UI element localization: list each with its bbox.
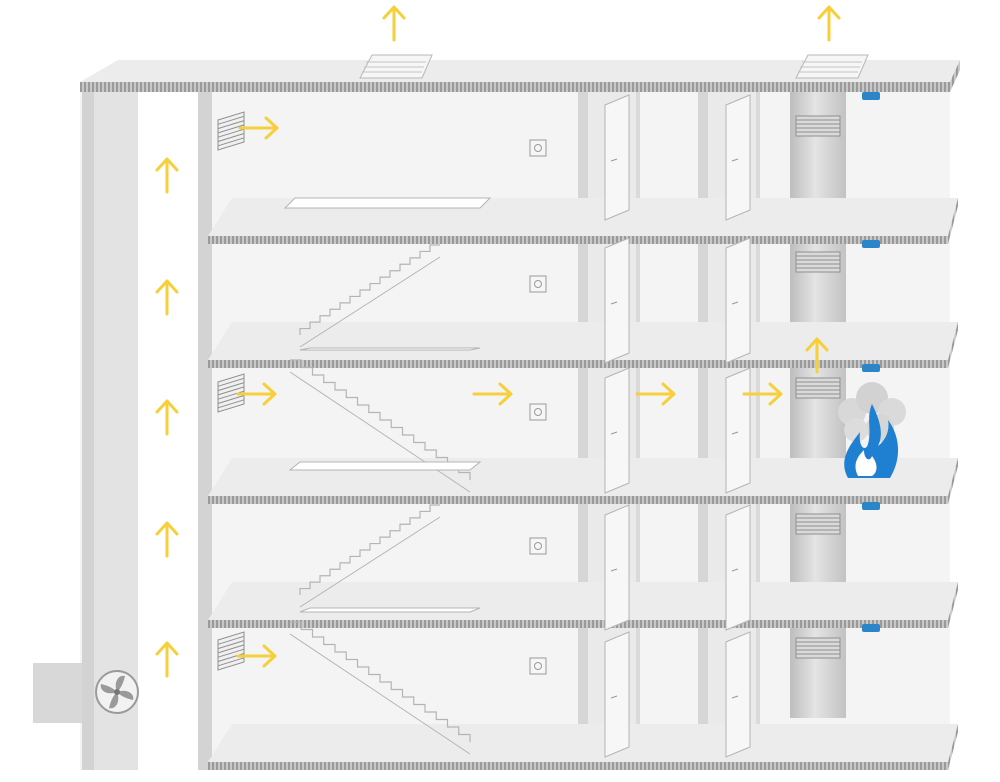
left-exterior-wall (82, 88, 94, 770)
smoke-detector-icon (529, 403, 547, 421)
vent-grille-icon (795, 115, 841, 137)
door-icon (604, 367, 630, 494)
airflow-arrows (155, 5, 841, 678)
vent-grille-icon (795, 513, 841, 535)
fan-housing (33, 663, 83, 723)
door-icon (604, 631, 630, 758)
vent-grille-icon (795, 251, 841, 273)
arrow-icon (742, 382, 783, 406)
roof-vent-icon (795, 54, 869, 79)
damper-icon (862, 92, 880, 100)
arrow-icon (236, 382, 277, 406)
corridor-wall-1 (578, 88, 588, 770)
stair-landing (299, 347, 481, 351)
stair-flight (289, 621, 471, 755)
staircases (283, 197, 492, 755)
pressurization-shaft-wall (94, 88, 138, 770)
vent-grille-icon (217, 373, 245, 413)
arrow-icon (155, 521, 179, 558)
arrow-icon (155, 399, 179, 436)
door-icon (725, 367, 751, 494)
doors (604, 94, 751, 758)
fan-icon (95, 670, 139, 714)
corridor-wall-2b (756, 88, 760, 770)
smoke-detector-icon (529, 657, 547, 675)
arrow-icon (472, 382, 513, 406)
door-icon (604, 94, 630, 221)
corridor-wall-2 (698, 88, 708, 770)
smoke-detectors (529, 139, 547, 675)
arrow-icon (236, 644, 277, 668)
stair-flight (299, 504, 441, 608)
arrow-icon (805, 337, 829, 374)
arrow-icon (382, 5, 406, 42)
fire-icon (844, 404, 899, 478)
vent-grille-icon (795, 377, 841, 399)
roof-slab (80, 60, 960, 92)
arrow-icon (155, 641, 179, 678)
floor-slabs (208, 198, 958, 770)
vent-grille-icon (217, 631, 245, 671)
arrow-icon (155, 157, 179, 194)
stair-landing (299, 607, 481, 613)
stair-flight (289, 359, 471, 493)
stair-wall (198, 88, 212, 770)
vent-grille-icon (217, 111, 245, 151)
roof-vent-icon (359, 54, 433, 79)
smoke-detector-icon (529, 537, 547, 555)
door-icon (725, 504, 751, 631)
damper-icon (862, 240, 880, 248)
arrow-icon (817, 5, 841, 42)
corridor-wall-1b (636, 88, 640, 770)
door-icon (725, 237, 751, 364)
arrow-icon (155, 279, 179, 316)
stair-landing (288, 461, 482, 471)
door-icon (725, 94, 751, 221)
damper-icon (862, 502, 880, 510)
damper-icon (862, 624, 880, 632)
smoke-detector-icon (529, 139, 547, 157)
damper-icon (862, 364, 880, 372)
arrow-icon (238, 116, 279, 140)
floor-slab (208, 724, 958, 770)
door-icon (725, 631, 751, 758)
shaft-dampers (862, 92, 880, 632)
arrow-icon (635, 382, 676, 406)
floor-slab (208, 582, 958, 628)
door-icon (604, 237, 630, 364)
floor-slab (208, 322, 958, 368)
door-icon (604, 504, 630, 631)
stair-landing (283, 197, 492, 209)
stair-flight (299, 244, 441, 348)
smoke-detector-icon (529, 275, 547, 293)
vent-grille-icon (795, 637, 841, 659)
vents (217, 111, 841, 671)
